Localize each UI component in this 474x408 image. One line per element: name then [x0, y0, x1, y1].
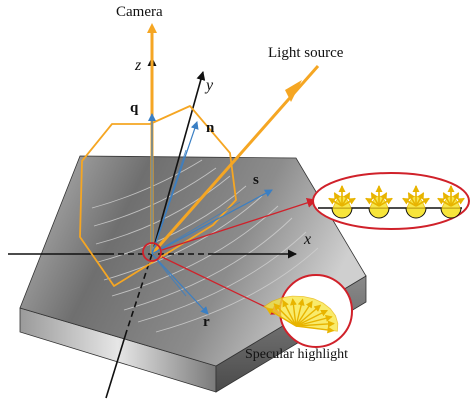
vector-minor-2: [151, 201, 241, 255]
z-axis-label: z: [134, 57, 142, 74]
y-axis-label: y: [204, 77, 214, 94]
x-axis-label: x: [303, 231, 311, 248]
reflection-point-circle: [142, 242, 162, 262]
bump-lobe-icon: [328, 185, 465, 219]
vector-s: [151, 189, 273, 255]
vector-minor-1: [151, 149, 187, 255]
vectors: [148, 113, 273, 315]
specular-callout: [263, 274, 353, 348]
y-axis-negative: [105, 329, 128, 399]
vector-minor-3: [151, 253, 187, 297]
specular-highlight-label: Specular highlight: [245, 347, 348, 362]
vector-s-label: s: [253, 172, 259, 188]
vector-r-label: r: [203, 314, 210, 330]
light-ray-arrowhead: [285, 80, 302, 102]
vector-q-label: q: [130, 100, 139, 116]
y-axis: [151, 71, 206, 255]
vector-n-label: n: [206, 120, 215, 136]
callout-arrow-specular: [161, 256, 281, 315]
camera-label: Camera: [116, 4, 163, 20]
callout-arrow-bumps: [161, 198, 317, 251]
vector-r: [151, 253, 209, 315]
bump-callout: [312, 172, 470, 230]
tangent-plane-outline: [79, 105, 237, 287]
light-source-label: Light source: [268, 45, 344, 61]
surface-grooves: [91, 159, 319, 333]
specular-lobe-icon: [263, 295, 339, 334]
y-axis-dashed: [126, 253, 153, 331]
